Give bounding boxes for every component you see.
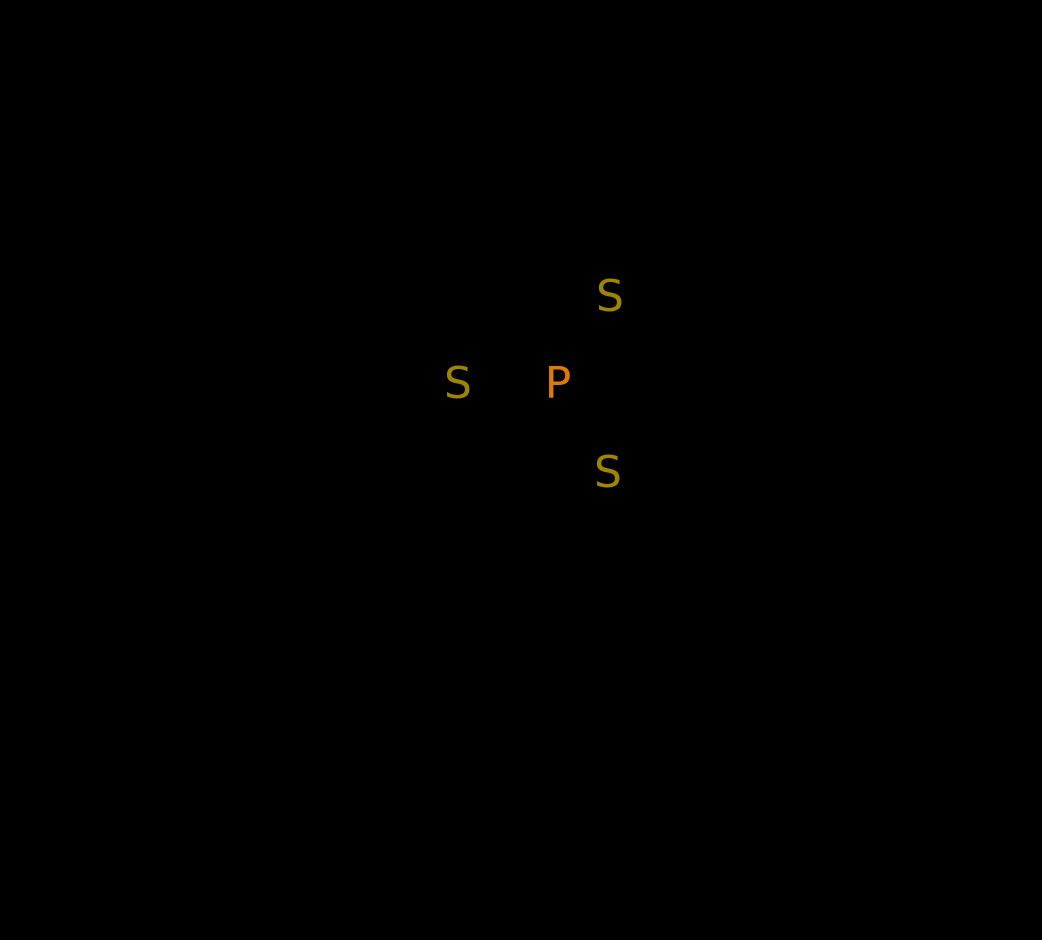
atom-label-sulfur-bottom-right: S	[594, 447, 622, 498]
atom-label-sulfur-left: S	[444, 358, 472, 409]
atom-label-phosphorus-center: P	[544, 358, 572, 409]
atom-label-sulfur-top-right: S	[596, 271, 624, 322]
